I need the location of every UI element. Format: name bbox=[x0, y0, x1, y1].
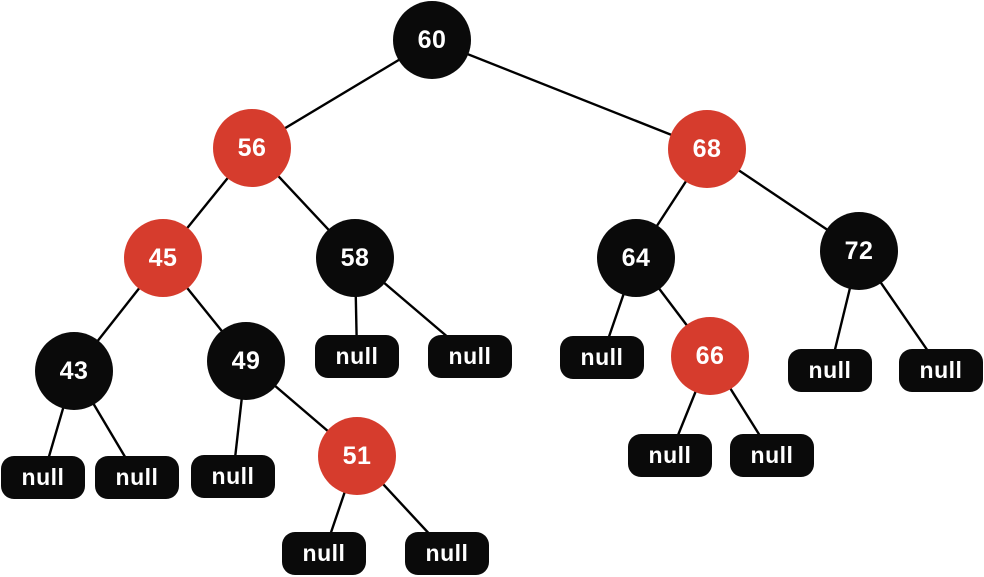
null-leaf: null bbox=[899, 348, 983, 392]
null-leaf: null bbox=[628, 433, 712, 477]
tree-node-66: 66 bbox=[671, 317, 749, 395]
null-leaf: null bbox=[282, 531, 366, 575]
tree-node-51: 51 bbox=[318, 417, 396, 495]
tree-node-43: 43 bbox=[35, 332, 113, 410]
tree-edge-60-68 bbox=[431, 38, 708, 151]
null-leaf: null bbox=[730, 433, 814, 477]
null-leaf: null bbox=[428, 334, 512, 378]
null-leaf: null bbox=[1, 455, 85, 499]
null-leaf: null bbox=[405, 531, 489, 575]
null-leaf: null bbox=[315, 334, 399, 378]
tree-node-60: 60 bbox=[393, 1, 471, 79]
null-leaf: null bbox=[788, 348, 872, 392]
tree-node-68: 68 bbox=[668, 110, 746, 188]
tree-node-64: 64 bbox=[597, 219, 675, 297]
tree-node-45: 45 bbox=[124, 219, 202, 297]
null-leaf: null bbox=[191, 454, 275, 498]
null-leaf: null bbox=[560, 335, 644, 379]
null-leaf: null bbox=[95, 455, 179, 499]
tree-node-58: 58 bbox=[316, 219, 394, 297]
tree-node-72: 72 bbox=[820, 212, 898, 290]
tree-node-56: 56 bbox=[213, 109, 291, 187]
tree-node-49: 49 bbox=[207, 322, 285, 400]
